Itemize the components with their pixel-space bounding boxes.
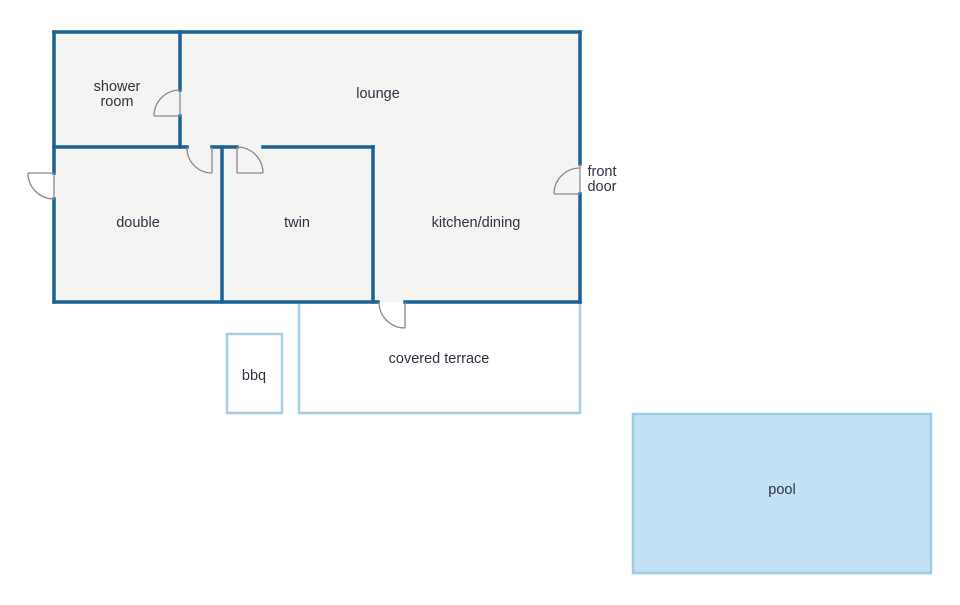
bbq-label: bbq [242,368,266,384]
walls [52,30,582,304]
covered-terrace-label: covered terrace [389,351,490,367]
front-door-label-line2: door [587,179,616,195]
kitchen-dining-label: kitchen/dining [432,215,521,231]
shower-room-label: shower [94,79,141,95]
pool-label: pool [768,482,795,498]
double-label: double [116,215,160,231]
house-floor [54,32,580,302]
shower-room-label-line2: room [100,94,133,110]
bbq-area [225,332,284,415]
covered-terrace-outline [297,303,582,415]
front-door-label: front [587,164,616,180]
pool [631,412,933,575]
twin-label: twin [284,215,310,231]
doors [27,89,581,329]
lounge-label: lounge [356,86,400,102]
